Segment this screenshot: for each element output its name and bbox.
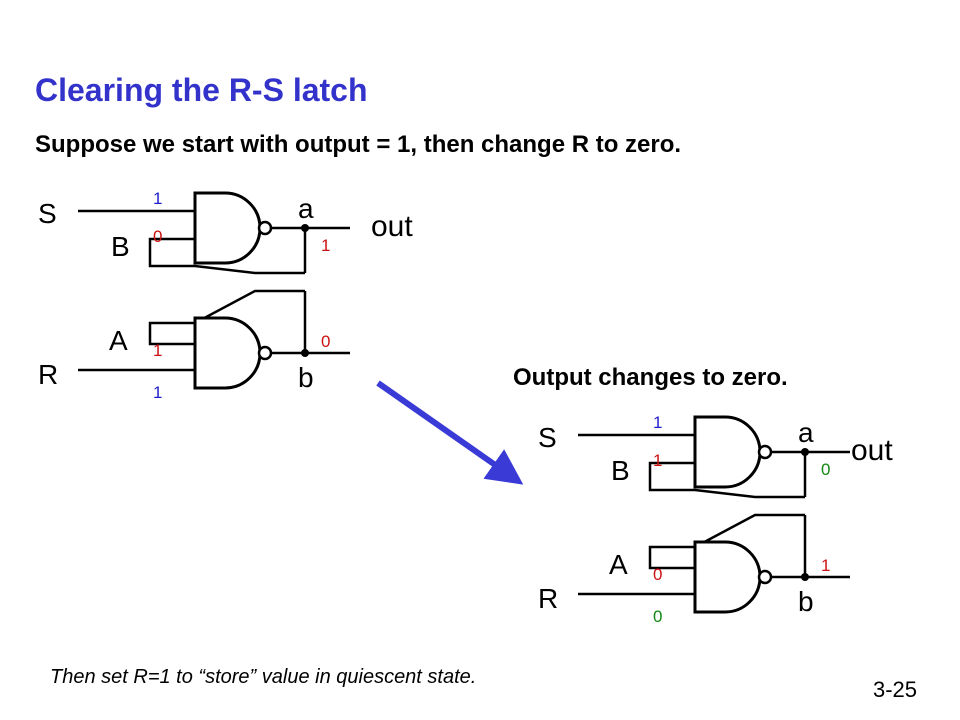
slide-title: Clearing the R-S latch [35,72,368,108]
label-b-out: b [798,586,814,617]
bit-b-input: 0 [153,227,162,246]
bit-b-output: 1 [821,556,830,575]
label-b: B [111,231,130,262]
bit-s-input: 1 [653,413,662,432]
output-note: Output changes to zero. [513,364,788,391]
label-a-in: A [109,325,128,356]
bit-a-output: 1 [321,236,330,255]
latch-wires [78,209,350,372]
nand-gate-bottom [193,316,273,390]
bit-a-input: 1 [153,341,162,360]
latch-before: S B A R a b out 1 0 1 1 1 0 [38,189,413,402]
bit-a-input: 0 [653,565,662,584]
nand-gate-top [193,191,273,265]
bit-s-input: 1 [153,189,162,208]
junction-dot-icon [801,573,809,581]
inverter-bubble-icon [757,444,773,460]
label-s: S [538,422,557,453]
junction-dot-icon [801,448,809,456]
nand-gate-bottom [693,540,773,614]
label-out: out [851,434,893,467]
diagonal-arrow-icon [376,380,524,485]
label-out: out [371,210,413,243]
latch-after: S B A R a b out 1 1 0 0 0 1 [538,413,893,626]
label-b: B [611,455,630,486]
junction-dot-icon [301,224,309,232]
label-r: R [538,583,558,614]
bit-r-input: 0 [653,607,662,626]
label-a-out: a [298,193,314,224]
inverter-bubble-icon [257,220,273,236]
label-s: S [38,198,57,229]
label-a-in: A [609,549,628,580]
bit-b-output: 0 [321,332,330,351]
footer-note: Then set R=1 to “store” value in quiesce… [50,666,477,688]
bit-b-input: 1 [653,451,662,470]
bit-r-input: 1 [153,383,162,402]
label-r: R [38,359,58,390]
slide-number: 3-25 [873,677,918,702]
label-b-out: b [298,362,314,393]
nand-gate-top [693,415,773,489]
latch-wires [578,433,850,596]
slide-subtitle: Suppose we start with output = 1, then c… [35,131,682,158]
inverter-bubble-icon [257,345,273,361]
label-a-out: a [798,417,814,448]
bit-a-output: 0 [821,460,830,479]
junction-dot-icon [301,349,309,357]
inverter-bubble-icon [757,569,773,585]
